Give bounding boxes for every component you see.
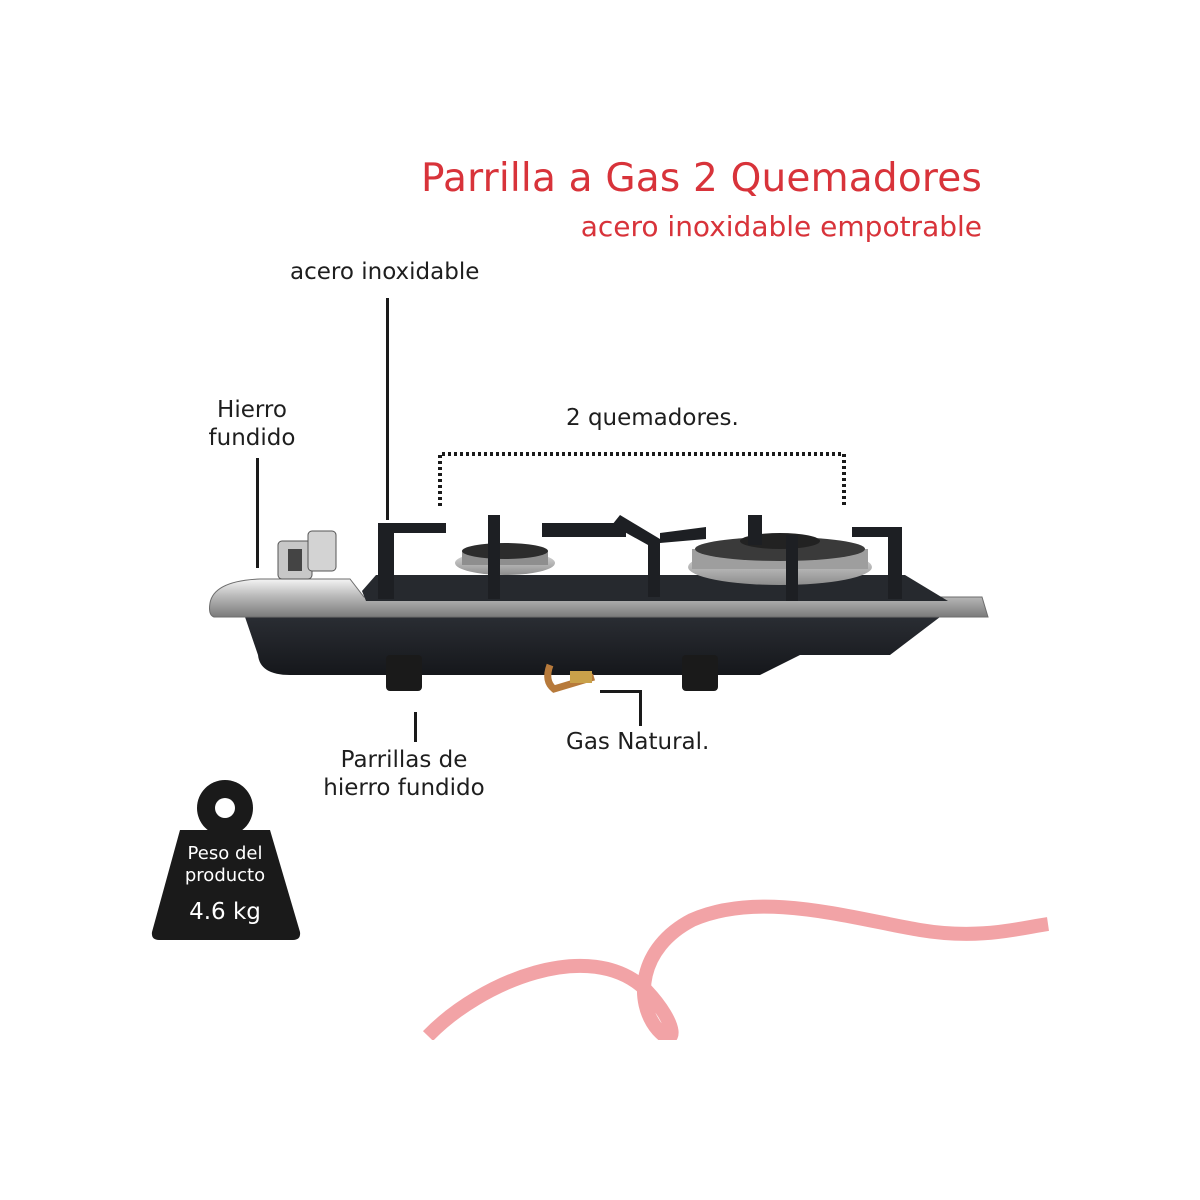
burners-bracket (438, 452, 846, 506)
leader-line-cast-iron (256, 458, 259, 568)
grate-mid-arm (660, 527, 706, 543)
knob-right (307, 530, 337, 572)
grate-right (852, 527, 902, 599)
leader-line-gas-v (639, 690, 642, 726)
leader-line-steel (386, 298, 389, 520)
grate-right-finger (786, 535, 798, 601)
callout-steel: acero inoxidable (290, 259, 480, 285)
grate-mid-bar (542, 523, 626, 537)
callout-grates: Parrillas de hierro fundido (323, 747, 485, 801)
leader-line-gas-h (600, 690, 642, 693)
cooktop-body (245, 617, 940, 675)
grate-right-post (748, 515, 762, 545)
weight-icon (151, 780, 301, 940)
callout-burners: 2 quemadores. (566, 405, 739, 431)
foot-left (386, 655, 422, 691)
gas-connector (544, 663, 596, 693)
grate-mid (612, 515, 660, 597)
decorative-swirl (422, 899, 1050, 1040)
grate-left (378, 523, 446, 599)
knob-left-detail (288, 549, 302, 571)
weight-badge-text: Peso del producto 4.6 kg (152, 843, 298, 925)
cooktop-image (209, 515, 989, 693)
grate-left-finger (488, 515, 500, 599)
weight-value: 4.6 kg (189, 899, 261, 925)
foot-right (682, 655, 718, 691)
gas-fitting (570, 671, 592, 683)
leader-line-grates (414, 712, 417, 742)
page-title: Parrilla a Gas 2 Quemadores (421, 156, 982, 201)
weight-label: Peso del producto (184, 843, 266, 886)
page-subtitle: acero inoxidable empotrable (580, 210, 982, 243)
callout-cast-iron: Hierro fundido (208, 397, 296, 451)
callout-gas: Gas Natural. (566, 729, 710, 755)
burner-small-cap (462, 543, 548, 559)
